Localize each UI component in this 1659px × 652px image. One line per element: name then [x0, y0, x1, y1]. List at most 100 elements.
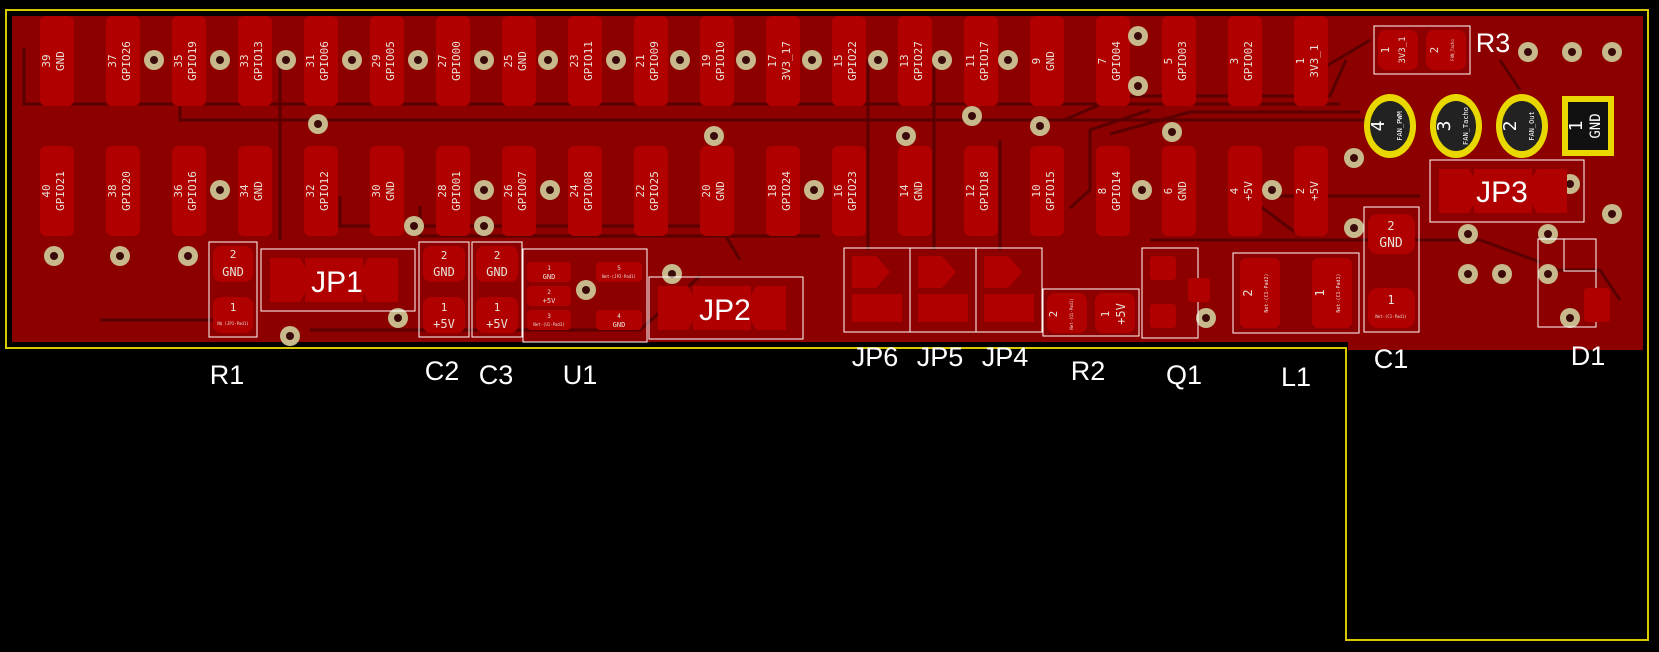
r3-footprint[interactable]: 1 3V3_1 2 FAN_Tacho R3 — [1373, 25, 1510, 75]
c2-footprint[interactable]: 2 GND 1 +5V C2 — [418, 241, 470, 386]
trace-12 — [1068, 108, 1151, 210]
trace-15 — [1498, 59, 1522, 91]
r2-ref: R2 — [1071, 356, 1106, 386]
via-hole-48 — [1524, 48, 1532, 56]
top-pin-3-net: GPIO02 — [1242, 41, 1255, 81]
r1-pad2-num: 2 — [230, 248, 237, 261]
bottom-pin-4-num: 4 — [1228, 187, 1241, 194]
via-hole-3 — [348, 56, 356, 64]
bottom-pin-4[interactable]: 4+5V — [1228, 146, 1262, 236]
l1-footprint[interactable]: 2 Net-(C1-Pad2) 1 Net-(C1-Pad1) L1 — [1232, 252, 1360, 392]
via-hole-36 — [668, 270, 676, 278]
d1-footprint[interactable]: D1 — [1537, 238, 1610, 371]
bottom-pin-32-num: 32 — [304, 184, 317, 197]
u1-p2-num: 2 — [547, 289, 551, 296]
bottom-pin-24-num: 24 — [568, 184, 581, 198]
top-pin-15-num: 15 — [832, 54, 845, 67]
bottom-pin-40-net: GPIO21 — [54, 171, 67, 211]
bottom-pin-6-net: GND — [1176, 181, 1189, 201]
c3-pad1-net: +5V — [486, 317, 508, 331]
top-pin-13-net: GPIO27 — [912, 41, 925, 81]
vias — [44, 26, 1622, 346]
jp5-footprint[interactable]: JP5 — [909, 247, 977, 372]
jp6-footprint[interactable]: JP6 — [843, 247, 911, 372]
r1-footprint[interactable]: 2 GND 1 N$ (JP1-Pad1) R1 — [208, 241, 258, 390]
fan-pin-1-num: 1 — [1566, 121, 1587, 132]
top-pin-11-num: 11 — [964, 54, 977, 67]
top-pin-39-net: GND — [54, 51, 67, 71]
r2-footprint[interactable]: 2 Net-(Q1-Pad1) 1 +5V R2 — [1042, 288, 1140, 386]
bottom-pin-2-net: +5V — [1308, 181, 1321, 201]
jp4-footprint[interactable]: JP4 — [975, 247, 1043, 372]
via-hole-45 — [1544, 270, 1552, 278]
bottom-pin-2[interactable]: 2+5V — [1294, 146, 1328, 236]
via-hole-43 — [1464, 270, 1472, 278]
bottom-pin-6-num: 6 — [1162, 188, 1175, 195]
c1-footprint[interactable]: 2 GND 1 Net-(C1-Pad1) C1 — [1363, 206, 1420, 374]
top-pin-31-num: 31 — [304, 54, 317, 67]
via-hole-41 — [1464, 230, 1472, 238]
r3-pad1-num: 1 — [1379, 47, 1392, 54]
via-hole-42 — [1544, 230, 1552, 238]
via-hole-39 — [1202, 314, 1210, 322]
jp2-footprint[interactable]: JP2 — [648, 276, 804, 340]
jp3-footprint[interactable]: JP3 — [1429, 159, 1585, 223]
jp1-footprint[interactable]: JP1 — [260, 248, 416, 312]
via-hole-35 — [582, 286, 590, 294]
c3-footprint[interactable]: 2 GND 1 +5V C3 — [471, 241, 523, 390]
via-hole-30 — [50, 252, 58, 260]
u1-footprint[interactable]: 1 GND 2 +5V 3 Net-(U1-Pad3) 5 Net-(JP2-P… — [522, 248, 648, 390]
trace-13 — [1150, 238, 1541, 264]
via-hole-37 — [394, 314, 402, 322]
top-pin-21-net: GPIO09 — [648, 41, 661, 81]
q1-footprint[interactable]: Q1 — [1141, 247, 1210, 390]
via-hole-0 — [150, 56, 158, 64]
top-pin-17-num: 17 — [766, 54, 779, 67]
r2-pad1-num: 1 — [1099, 311, 1112, 318]
fan-pin-4-net: FAN_PWM — [1396, 111, 1404, 141]
